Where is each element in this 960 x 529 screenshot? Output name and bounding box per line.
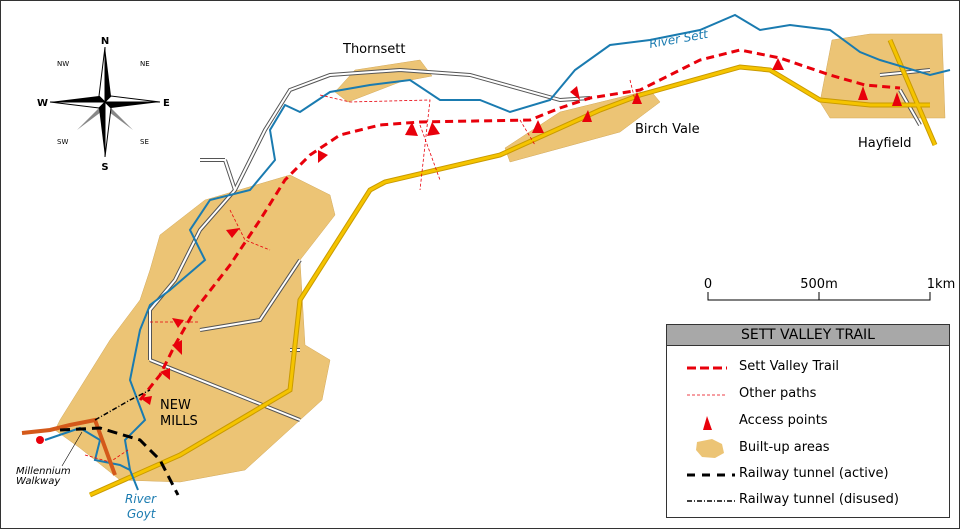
place-thornsett: Thornsett — [343, 42, 406, 57]
legend-access-symbol — [703, 416, 712, 430]
millennium-pointer — [61, 431, 83, 467]
access-point — [772, 58, 784, 70]
legend-item-access: Access points — [739, 413, 828, 428]
compass-se: SE — [140, 138, 149, 146]
legend-builtup-symbol — [696, 439, 724, 458]
access-point — [570, 86, 580, 100]
access-point — [632, 92, 642, 104]
legend-item-builtup: Built-up areas — [739, 440, 830, 455]
access-point — [172, 318, 184, 328]
access-point — [427, 122, 440, 136]
legend-item-tunnel-disused: Railway tunnel (disused) — [739, 492, 899, 507]
compass-rose: N S E W NE NW SE SW — [37, 36, 170, 173]
access-point — [892, 92, 902, 106]
access-point — [858, 86, 868, 100]
scale-bar — [707, 292, 931, 301]
access-point — [172, 340, 182, 355]
built-up-birch-vale — [504, 89, 661, 163]
compass-ne: NE — [140, 60, 150, 68]
river-goyt-label-2: Goyt — [127, 507, 157, 521]
sett-valley-trail — [138, 48, 901, 401]
railway-tunnel-disused — [94, 389, 151, 421]
access-points — [140, 58, 902, 405]
scale-label-1km: 1km — [927, 277, 955, 292]
legend-item-trail: Sett Valley Trail — [739, 359, 840, 374]
roads — [88, 39, 938, 498]
access-point — [582, 110, 592, 122]
compass-sw: SW — [57, 138, 68, 146]
compass-e: E — [163, 98, 170, 109]
place-birch-vale: Birch Vale — [635, 122, 700, 137]
access-point — [226, 228, 240, 238]
compass-nw: NW — [57, 60, 69, 68]
station-marker — [36, 436, 44, 444]
river-sett — [123, 13, 951, 471]
scale-label-500m: 500m — [800, 277, 837, 292]
access-point — [160, 368, 170, 380]
river-goyt-label-1: River — [125, 492, 157, 506]
access-point — [532, 120, 544, 133]
access-point — [140, 396, 152, 405]
place-hayfield: Hayfield — [858, 136, 912, 151]
compass-n: N — [101, 36, 109, 47]
place-new-mills-1: NEW — [160, 398, 191, 413]
place-new-mills-2: MILLS — [160, 414, 198, 429]
railway-tunnel-active — [59, 426, 180, 496]
compass-w: W — [37, 98, 48, 109]
access-point — [318, 150, 328, 163]
compass-s: S — [101, 162, 108, 173]
legend-symbols — [687, 366, 735, 502]
scale-label-0: 0 — [704, 277, 712, 292]
legend-item-other-paths: Other paths — [739, 386, 817, 401]
legend-title: SETT VALLEY TRAIL — [667, 325, 949, 346]
legend: SETT VALLEY TRAIL Sett Valley Trail Othe… — [666, 324, 950, 518]
railway — [21, 417, 117, 476]
access-point — [405, 122, 418, 136]
millennium-label-1: Millennium — [16, 466, 71, 477]
legend-item-tunnel-active: Railway tunnel (active) — [739, 466, 889, 481]
millennium-label-2: Walkway — [16, 476, 61, 487]
